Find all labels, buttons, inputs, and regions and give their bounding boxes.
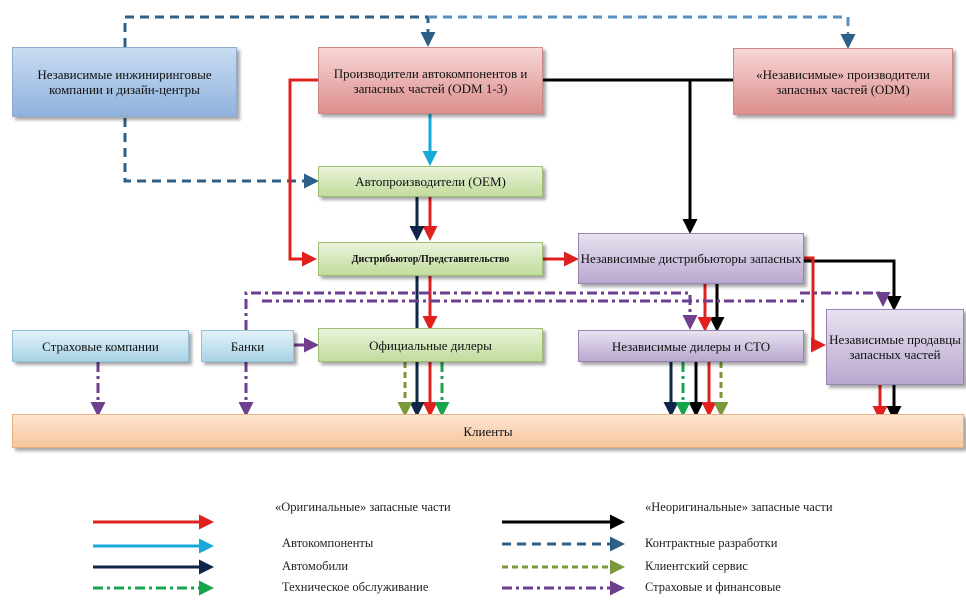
- node-insurance-label: Страховые компании: [42, 338, 159, 354]
- node-component-producers-label: Производители автокомпонентов и запасных…: [333, 65, 528, 96]
- node-distributor: Дистрибьютор/Представительство: [318, 242, 543, 276]
- node-independent-dealers-label: Независимые дилеры и СТО: [611, 338, 771, 354]
- legend-nonoriginal-parts: «Неоригинальные» запасные части: [645, 500, 833, 514]
- legend-insurance-finance: Страховые и финансовые: [645, 580, 781, 594]
- node-engineering-companies-label: Независимые инжиниринговые компании и ди…: [37, 67, 212, 97]
- legend-samples: [93, 514, 625, 596]
- node-clients-label: Клиенты: [463, 423, 513, 439]
- legend-automobiles: Автомобили: [282, 559, 349, 573]
- node-clients: Клиенты: [12, 414, 964, 448]
- legend-client-service: Клиентский сервис: [645, 559, 748, 573]
- node-independent-producers: «Независимые» производители запасных час…: [733, 48, 953, 115]
- node-distributor-label: Дистрибьютор/Представительство: [351, 253, 510, 265]
- node-engineering-companies: Независимые инжиниринговые компании и ди…: [12, 47, 237, 117]
- client-service-arrows: [397, 362, 729, 417]
- node-official-dealers: Официальные дилеры: [318, 328, 543, 362]
- node-independent-distributors: Независимые дистрибьюторы запасных: [578, 233, 804, 284]
- node-oem-label: Автопроизводители (OEM): [355, 174, 506, 189]
- node-independent-dealers: Независимые дилеры и СТО: [578, 330, 804, 362]
- node-independent-producers-label: «Независимые» производители запасных час…: [756, 66, 930, 97]
- legend-contract-development: Контрактные разработки: [645, 536, 778, 550]
- node-insurance: Страховые компании: [12, 330, 189, 362]
- insurance-finance-arrows: [90, 291, 891, 417]
- node-independent-sellers: Независимые продавцы запасных частей: [826, 309, 964, 385]
- legend-maintenance: Техническое обслуживание: [282, 580, 429, 594]
- node-independent-sellers-label: Независимые продавцы запасных частей: [829, 332, 961, 362]
- automobiles-arrows: [409, 197, 679, 417]
- legend-autocomponents: Автокомпоненты: [282, 536, 374, 550]
- node-component-producers: Производители автокомпонентов и запасных…: [318, 47, 543, 114]
- node-banks: Банки: [201, 330, 294, 362]
- legend-original-parts: «Оригинальные» запасные части: [275, 500, 451, 514]
- node-oem: Автопроизводители (OEM): [318, 166, 543, 197]
- node-independent-distributors-label: Независимые дистрибьюторы запасных: [580, 251, 802, 266]
- contract-arrows: [123, 15, 856, 189]
- nonoriginal-parts-arrows: [543, 78, 902, 421]
- maintenance-arrows: [434, 362, 691, 417]
- original-parts-arrows: [288, 78, 888, 421]
- node-official-dealers-label: Официальные дилеры: [369, 337, 492, 353]
- node-banks-label: Банки: [230, 338, 265, 354]
